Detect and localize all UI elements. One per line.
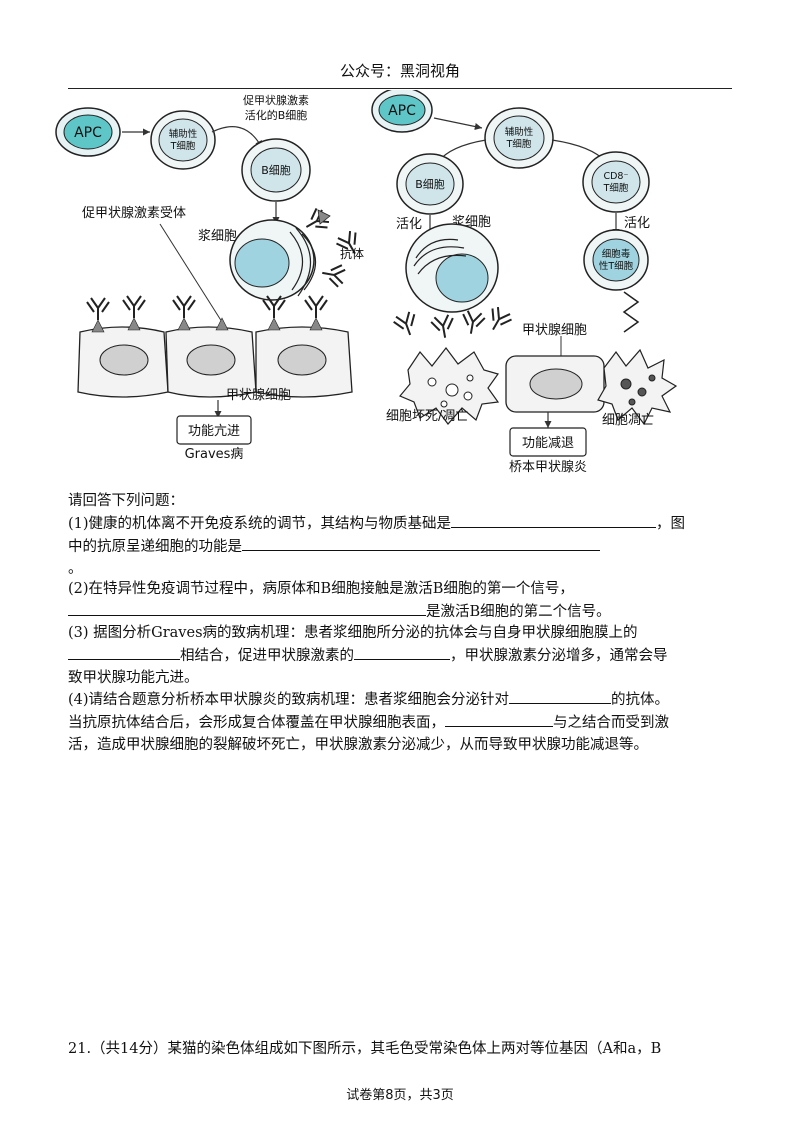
- left-result-text: 功能亢进: [188, 423, 240, 439]
- question-21: 21.（共14分）某猫的染色体组成如下图所示，其毛色受常染色体上两对等位基因（A…: [68, 1041, 662, 1057]
- header-rule: [68, 88, 732, 89]
- right-apoptotic-cell: [597, 348, 678, 426]
- question-intro: 请回答下列问题：: [68, 493, 184, 509]
- left-plasma-label: 浆细胞: [198, 229, 237, 244]
- right-b-cell-label: B细胞: [415, 178, 445, 191]
- q1-text-c: 中的抗原呈递细胞的功能是: [68, 539, 242, 555]
- left-disease-label: Graves病: [185, 447, 244, 462]
- question-4: (4)请结合题意分析桥本甲状腺炎的致病机理：患者浆细胞会分泌针对 的抗体。 当抗原…: [68, 688, 732, 756]
- right-th-line2: T细胞: [506, 138, 532, 150]
- right-cd8-line1: CD8⁻: [603, 171, 628, 182]
- right-cd8-line2: T细胞: [603, 182, 629, 194]
- left-b-cell-label: B细胞: [261, 164, 291, 177]
- right-cd8-cell: CD8⁻ T细胞: [582, 151, 650, 213]
- right-panel: APC 辅助性 T细胞 B细胞 CD8⁻ T细胞 活化 浆细胞 活化: [371, 90, 678, 475]
- right-apc-cell: APC: [371, 90, 433, 133]
- left-plasma-cell: [229, 219, 317, 301]
- left-helper-t-cell: 辅助性 T细胞: [150, 110, 216, 170]
- q2-blank-1[interactable]: [68, 600, 426, 616]
- q2-text-a: (2)在特异性免疫调节过程中，病原体和B细胞接触是激活B细胞的第一个信号，: [68, 581, 574, 597]
- right-result-box: [509, 427, 587, 457]
- right-thyroid-cell: [505, 355, 605, 413]
- left-apc-cell: APC: [55, 107, 121, 157]
- left-th-line2: T细胞: [170, 140, 196, 152]
- q4-blank-2[interactable]: [445, 711, 553, 727]
- q3-text-d: 致甲状腺功能亢进。: [68, 670, 199, 686]
- right-necrosis-label: 细胞坏死/凋亡: [386, 409, 468, 424]
- q4-text-d: 与之结合而受到激: [553, 715, 669, 731]
- right-result-text: 功能减退: [522, 436, 574, 451]
- immune-figure: APC 辅助性 T细胞 促甲状腺激素 活化的B细胞 B细胞 促甲状腺激素受体 浆…: [55, 90, 678, 475]
- right-ctl-line1: 细胞毒: [602, 248, 631, 260]
- right-necrotic-cell: [399, 347, 500, 425]
- q1-text-b: ，图: [656, 516, 686, 532]
- right-helper-t-cell: 辅助性 T细胞: [484, 107, 554, 169]
- question-3: (3) 据图分析Graves病的致病机理：患者浆细胞所分泌的抗体会与自身甲状腺细…: [68, 622, 732, 689]
- right-activate-right: 活化: [624, 216, 650, 231]
- q4-text-e: 活，造成甲状腺细胞的裂解破坏死亡，甲状腺激素分泌减少，从而导致甲状腺功能减退等。: [68, 737, 648, 753]
- right-thyroid-label: 甲状腺细胞: [522, 323, 587, 338]
- right-apc-arrow: [433, 117, 483, 131]
- right-plasma-cell: [405, 223, 499, 313]
- left-receptor-pointer: [159, 223, 223, 323]
- q3-blank-1[interactable]: [68, 644, 180, 660]
- left-antibody-label: 抗体: [340, 246, 364, 261]
- q4-text-a: (4)请结合题意分析桥本甲状腺炎的致病机理：患者浆细胞会分泌针对: [68, 692, 510, 708]
- right-th-line1: 辅助性: [505, 126, 534, 138]
- left-receptor-label: 促甲状腺激素受体: [82, 206, 186, 221]
- q3-text-a: (3) 据图分析Graves病的致病机理：患者浆细胞所分泌的抗体会与自身甲状腺细…: [68, 625, 638, 641]
- q4-text-b: 的抗体。: [611, 692, 670, 708]
- left-thyroid-cells: [77, 295, 353, 398]
- right-apc-label: APC: [388, 103, 416, 119]
- right-apoptosis-label: 细胞凋亡: [602, 413, 654, 428]
- q2-text-b: 是激活B细胞的第二个信号。: [426, 604, 611, 620]
- q1-text-a: (1)健康的机体离不开免疫系统的调节，其结构与物质基础是: [68, 516, 452, 532]
- right-ctl-line2: 性T细胞: [599, 260, 634, 272]
- left-panel: APC 辅助性 T细胞 促甲状腺激素 活化的B细胞 B细胞 促甲状腺激素受体 浆…: [55, 93, 366, 462]
- left-apc-label: APC: [74, 125, 102, 141]
- left-thyroid-label: 甲状腺细胞: [226, 388, 291, 403]
- q1-text-d: 。: [68, 561, 83, 577]
- left-b-caption-line2: 活化的B细胞: [245, 108, 308, 122]
- q3-text-c: ，甲状腺激素分泌增多，通常会导: [450, 648, 668, 664]
- right-ctl-cell: 细胞毒 性T细胞: [583, 229, 649, 333]
- q4-text-c: 当抗原抗体结合后，会形成复合体覆盖在甲状腺细胞表面，: [68, 715, 445, 731]
- q3-blank-2[interactable]: [354, 644, 450, 660]
- question-2: (2)在特异性免疫调节过程中，病原体和B细胞接触是激活B细胞的第一个信号， 是激…: [68, 578, 732, 623]
- question-1: (1)健康的机体离不开免疫系统的调节，其结构与物质基础是 ，图 中的抗原呈递细胞的…: [68, 512, 732, 580]
- left-b-cell: B细胞: [241, 138, 311, 202]
- q1-blank-2[interactable]: [242, 535, 600, 551]
- q4-blank-1[interactable]: [509, 688, 612, 704]
- q1-blank-1[interactable]: [451, 512, 657, 528]
- left-result-box: [176, 415, 252, 445]
- page-header: 公众号：黑洞视角: [339, 62, 460, 80]
- right-activate-left: 活化: [396, 217, 422, 232]
- right-disease-label: 桥本甲状腺炎: [509, 460, 587, 475]
- left-free-antibodies: [299, 205, 366, 289]
- right-b-cell: B细胞: [396, 153, 464, 215]
- left-th-arrow: [211, 126, 263, 149]
- left-b-caption-line1: 促甲状腺激素: [243, 93, 309, 107]
- page-footer: 试卷第8页，共3页: [346, 1088, 454, 1103]
- q3-text-b: 相结合，促进甲状腺激素的: [180, 648, 354, 664]
- left-th-line1: 辅助性: [169, 128, 198, 140]
